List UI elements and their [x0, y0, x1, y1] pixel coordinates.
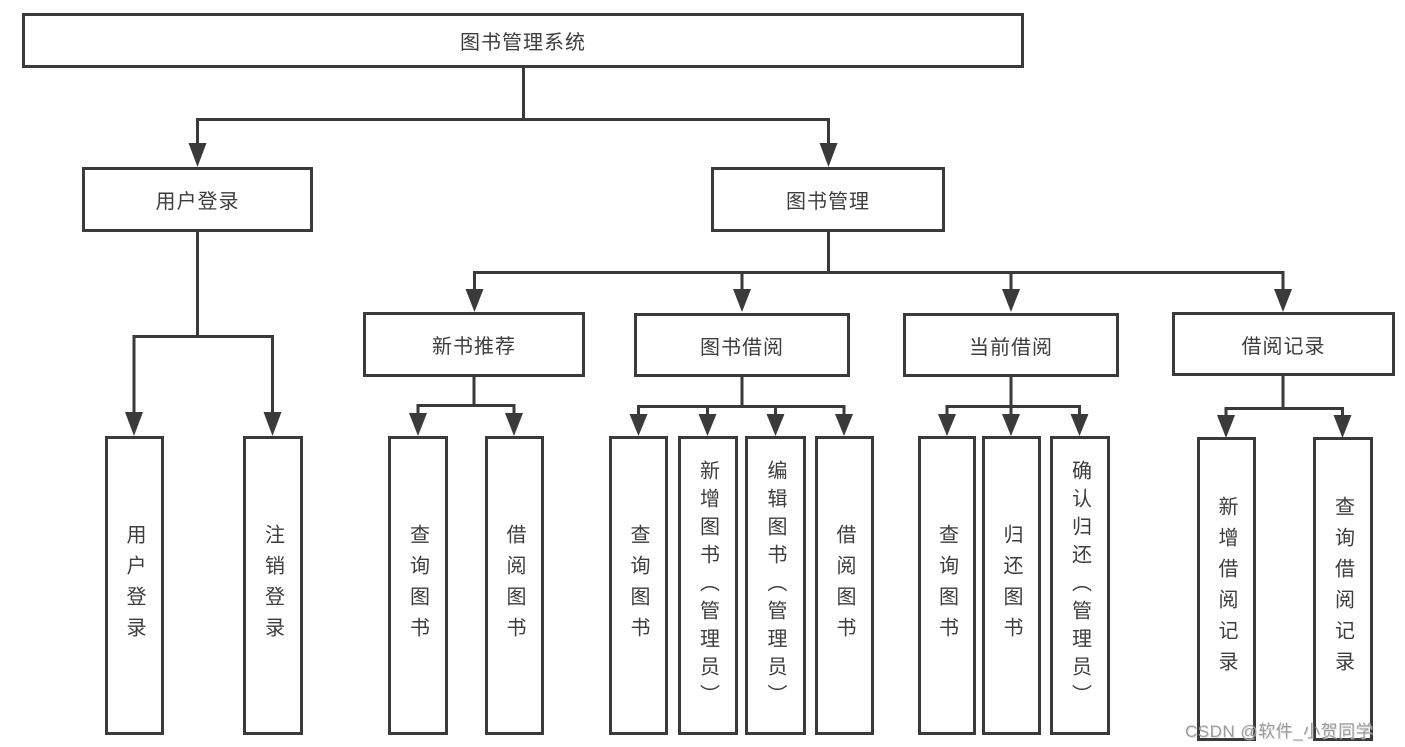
node-leaf-query-books-borrow: 查询图书: [609, 436, 668, 735]
node-leaf-add-borrow-record: 新增借阅记录: [1197, 437, 1256, 741]
node-book-management: 图书管理: [711, 167, 945, 232]
node-leaf-borrow-books-recommend: 借阅图书: [485, 436, 544, 735]
node-leaf-add-books-admin: 新增图书（管理员）: [678, 436, 738, 735]
node-book-borrowing: 图书借阅: [634, 313, 850, 377]
node-leaf-user-login: 用户登录: [105, 436, 164, 735]
node-root: 图书管理系统: [22, 13, 1024, 68]
node-leaf-query-books-recommend: 查询图书: [388, 436, 448, 735]
node-user-login: 用户登录: [82, 167, 313, 232]
node-leaf-confirm-return-admin: 确认归还（管理员）: [1050, 436, 1110, 735]
node-leaf-query-borrow-record: 查询借阅记录: [1313, 437, 1373, 741]
node-leaf-return-books: 归还图书: [982, 436, 1041, 735]
node-borrow-records: 借阅记录: [1172, 312, 1395, 376]
node-leaf-borrow-books: 借阅图书: [815, 436, 874, 735]
node-new-book-recommend: 新书推荐: [363, 312, 585, 377]
node-leaf-logout: 注销登录: [243, 436, 303, 735]
node-leaf-query-books-current: 查询图书: [918, 436, 976, 735]
node-leaf-edit-books-admin: 编辑图书（管理员）: [745, 436, 806, 735]
csdn-watermark: CSDN @软件_小贺同学: [1185, 722, 1374, 741]
node-current-borrowing: 当前借阅: [903, 313, 1119, 377]
